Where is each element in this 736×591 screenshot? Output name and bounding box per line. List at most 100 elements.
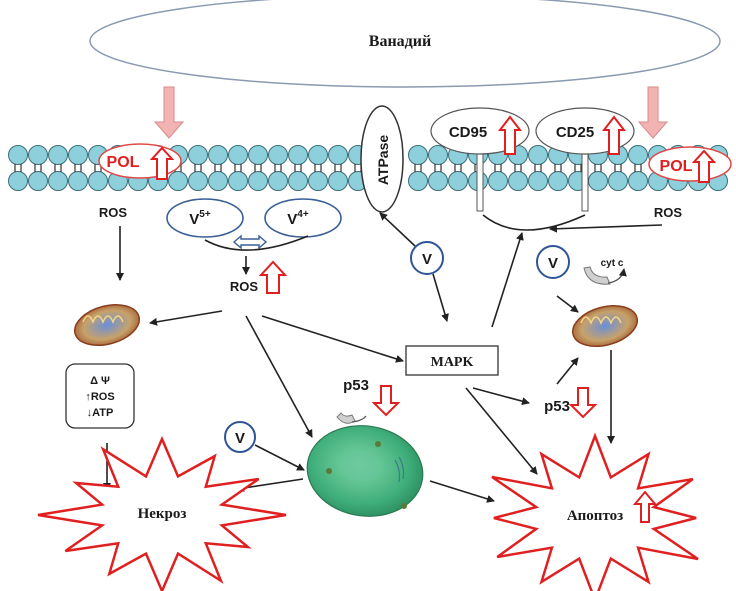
arrow-cell-to-apoptosis [429,480,495,503]
lipid-head [308,171,328,191]
v-marker-top: V [410,241,444,275]
lipid-head [228,145,248,165]
v-marker-left: V [224,421,256,453]
lipid-head [328,171,348,191]
lipid-head [88,171,108,191]
p53-label-right: p53 [544,398,570,415]
lipid-head [8,145,28,165]
lipid-head [28,145,48,165]
necrosis-burst: Некроз [37,435,287,591]
arrow-ros-to-mapk [261,315,404,363]
ros-label-left: ROS [99,205,128,220]
pol-enzyme-left: POL [98,143,182,180]
ros-label-right: ROS [654,205,683,220]
svg-text:↓ATP: ↓ATP [87,407,114,419]
mitochondrion-left-icon [73,304,141,346]
apoptosis-up-arrow [632,490,658,523]
receptor-join-arc [482,214,586,231]
lipid-head [188,145,208,165]
pol-right-up-arrow [691,149,717,183]
arrow-mapk-to-receptors [491,232,524,328]
lipid-head [248,145,268,165]
cytochrome-c-release-icon: cyt c [583,258,627,285]
svg-text:cyt c: cyt c [601,258,624,269]
lipid-head [228,171,248,191]
arrow-v-to-mapk [432,273,449,322]
svg-text:V: V [422,251,432,268]
arrow-ros-to-cell [245,315,313,438]
lipid-head [268,145,288,165]
cd95-up-arrow [497,115,523,155]
svg-text:V: V [235,430,245,447]
svg-text:↑ROS: ↑ROS [85,391,114,403]
mapk-box: MAPK [405,345,499,376]
vanadium-states-arc [204,235,309,251]
lipid-head [168,171,188,191]
pol-left-up-arrow [149,146,175,180]
svg-text:ATPase: ATPase [375,135,391,186]
p53-release-icon [336,412,367,424]
p53-right-down-arrow [568,387,598,419]
lipid-head [268,171,288,191]
svg-text:Δ Ψ: Δ Ψ [90,375,110,387]
lipid-head [48,171,68,191]
lipid-head [408,145,428,165]
vanadium-ellipse: Ванадий [89,0,721,88]
arrow-p53-to-mito-right [556,357,579,385]
vanadium-title: Ванадий [369,33,431,50]
lipid-head [188,171,208,191]
svg-text:CD95: CD95 [449,124,487,141]
svg-text:V5+: V5+ [189,209,211,228]
apoptosis-burst: Апоптоз [491,432,699,591]
lipid-head [508,171,528,191]
atpase-transporter: ATPase [360,105,404,213]
lipid-head [328,145,348,165]
lipid-head [308,145,328,165]
ros-label-center: ROS [230,279,259,294]
lipid-head [548,171,568,191]
arrow-ros-to-receptors [549,224,663,233]
vanadium-entry-arrow-right [637,86,669,139]
lipid-head [208,171,228,191]
lipid-head [28,171,48,191]
cd25-up-arrow [601,115,627,155]
arrow-v-to-atpase [379,212,416,247]
lipid-head [428,145,448,165]
lipid-head [488,171,508,191]
svg-text:V4+: V4+ [287,209,309,228]
lipid-head [288,145,308,165]
lipid-head [528,145,548,165]
vanadium-v5-state: V5+ [166,198,244,238]
apoptosis-label: Апоптоз [567,508,623,524]
lipid-head [68,145,88,165]
pol-enzyme-right: POL [648,146,732,183]
svg-text:POL: POL [660,158,693,175]
cell-icon [306,425,424,517]
lipid-head [48,145,68,165]
mitochondrion-right-icon [571,305,639,347]
mitochondrial-effects-box: Δ Ψ ↑ROS ↓ATP [65,363,135,429]
p53-left-down-arrow [371,385,401,417]
cd25-receptor: CD25 [535,107,635,212]
svg-text:MAPK: MAPK [431,355,474,370]
lipid-head [8,171,28,191]
svg-text:POL: POL [107,154,140,171]
lipid-head [628,145,648,165]
lipid-head [68,171,88,191]
svg-text:CD25: CD25 [556,124,594,141]
p53-label-left: p53 [343,377,369,394]
v-marker-right: V [536,245,570,279]
lipid-head [528,171,548,191]
arrow-v-to-cell [254,444,305,471]
arrow-v-to-mito-right [556,295,579,313]
arrow-mapk-to-apoptosis [465,387,538,475]
lipid-head [428,171,448,191]
svg-text:V: V [548,255,558,272]
ros-center-up-arrow [258,260,288,294]
redox-double-arrow-icon [232,234,268,250]
cd95-receptor: CD95 [430,107,530,212]
lipid-head [288,171,308,191]
vanadium-v4-state: V4+ [264,198,342,238]
lipid-head [608,171,628,191]
